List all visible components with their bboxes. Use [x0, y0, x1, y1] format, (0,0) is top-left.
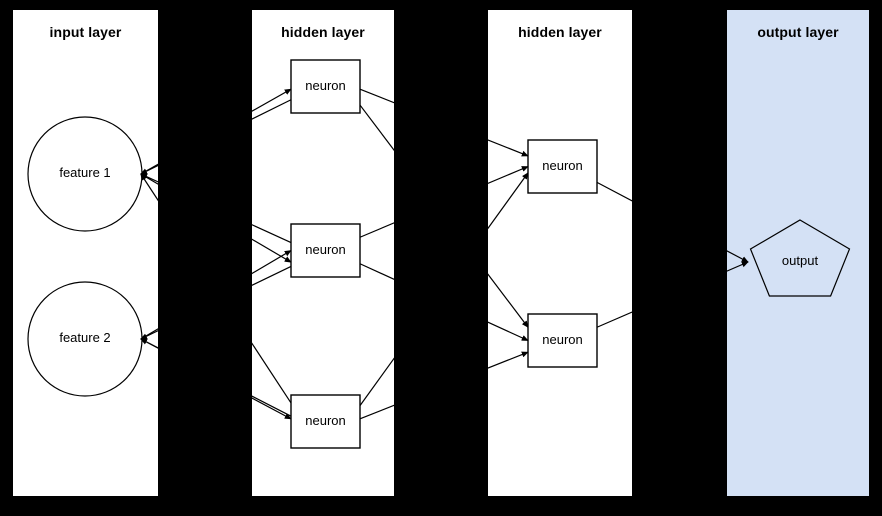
gap-mask-0: [0, 0, 13, 516]
gap-mask-1: [158, 0, 252, 516]
layer-title-output: output layer: [757, 24, 839, 40]
layer-panel-hidden-2[interactable]: [488, 10, 632, 496]
gap-mask-4: [869, 0, 882, 516]
layer-panel-output[interactable]: [727, 10, 869, 496]
gap-mask-2: [394, 0, 488, 516]
layer-panel-hidden-1[interactable]: [252, 10, 394, 496]
gap-mask-bottom: [0, 496, 882, 516]
layer-title-hidden-1: hidden layer: [281, 24, 365, 40]
gap-mask-top: [0, 0, 882, 10]
layer-title-input: input layer: [49, 24, 122, 40]
layer-panel-input[interactable]: [13, 10, 158, 496]
layer-title-hidden-2: hidden layer: [518, 24, 602, 40]
gap-mask-3: [632, 0, 727, 516]
